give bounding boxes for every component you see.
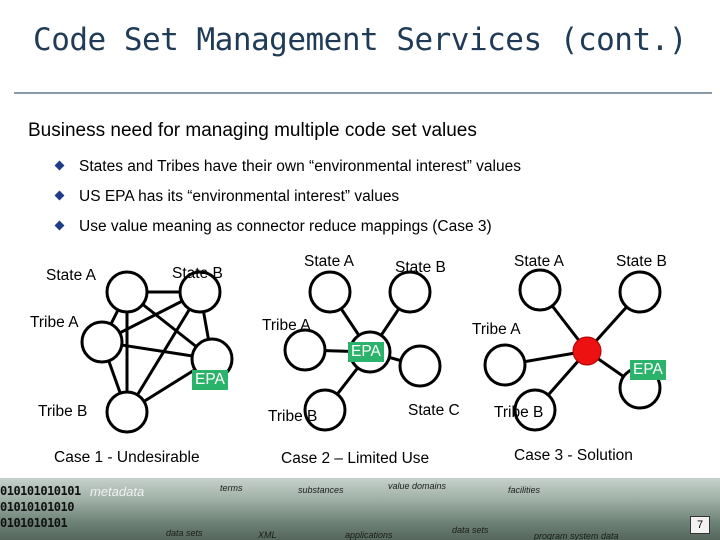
footer-word: facilities (508, 485, 541, 495)
case2-label-state-c: State C (408, 402, 460, 419)
footer-word: XML (258, 530, 277, 540)
case2-nodes (283, 270, 442, 432)
case1-label-state-a: State A (46, 267, 96, 284)
footer-word: data sets (166, 528, 203, 538)
binary-text: 0101010101 (0, 516, 68, 530)
case2-node-state-b (388, 270, 432, 314)
title-divider (14, 92, 712, 94)
bullet-text: Use value meaning as connector reduce ma… (79, 218, 492, 235)
bullet-text: States and Tribes have their own “enviro… (79, 158, 521, 175)
case3-label-state-a: State A (514, 253, 564, 270)
slide-title: Code Set Management Services (cont.) (33, 22, 687, 58)
case3-nodes (483, 268, 662, 432)
case1-label-state-b: State B (172, 265, 223, 282)
case2-label-epa: EPA (348, 342, 384, 362)
case1-nodes (80, 270, 234, 434)
case1-caption: Case 1 - Undesirable (54, 449, 200, 466)
case1-node-tribe-b (105, 390, 149, 434)
case1-node-tribe-a (80, 320, 124, 364)
case1-node-state-a (105, 270, 149, 314)
case3-label-tribe-a: Tribe A (472, 321, 521, 338)
footer-word: substances (298, 485, 344, 495)
case2-caption: Case 2 – Limited Use (281, 450, 430, 467)
binary-text: 01010101010 (0, 500, 74, 514)
diagram-canvas (80, 268, 662, 434)
bullet-item: US EPA has its “environmental interest” … (54, 188, 400, 206)
case1-label-tribe-a: Tribe A (30, 314, 79, 331)
footer-banner: 010101010101 01010101010 0101010101 meta… (0, 478, 720, 540)
case2-label-tribe-a: Tribe A (262, 317, 311, 334)
case3-node-state-b (618, 270, 662, 314)
case1-node-state-b (178, 270, 222, 314)
case1-label-tribe-b: Tribe B (38, 403, 88, 420)
bullet-text: US EPA has its “environmental interest” … (79, 188, 400, 205)
footer-word: program system data (534, 531, 619, 540)
footer-metadata: metadata (90, 484, 145, 499)
case3-hub-node (572, 336, 602, 366)
case2-node-state-a (308, 270, 352, 314)
case3-label-epa: EPA (630, 360, 666, 380)
footer-word: value domains (388, 481, 447, 491)
case2-node-tribe-b (303, 388, 347, 432)
case2-node-tribe-a (283, 328, 327, 372)
case2-node-state-c (398, 344, 442, 388)
bullet-item: Use value meaning as connector reduce ma… (54, 218, 492, 236)
footer-word: applications (345, 530, 393, 540)
page-number: 7 (690, 516, 710, 534)
bullet-item: States and Tribes have their own “enviro… (54, 158, 521, 176)
case3-node-tribe-b (513, 388, 557, 432)
case2-label-tribe-b: Tribe B (268, 408, 318, 425)
case1-label-epa: EPA (192, 370, 228, 390)
case3-node-state-a (518, 268, 562, 312)
binary-text: 010101010101 (0, 484, 81, 498)
case3-label-state-b: State B (616, 253, 667, 270)
footer-word: data sets (452, 525, 489, 535)
case3-caption: Case 3 - Solution (514, 447, 633, 464)
case3-label-tribe-b: Tribe B (494, 404, 544, 421)
case2-label-state-b: State B (395, 259, 446, 276)
case3-node-tribe-a (483, 343, 527, 387)
case2-label-state-a: State A (304, 253, 354, 270)
slide-heading: Business need for managing multiple code… (28, 120, 477, 141)
footer-word: terms (220, 483, 243, 493)
